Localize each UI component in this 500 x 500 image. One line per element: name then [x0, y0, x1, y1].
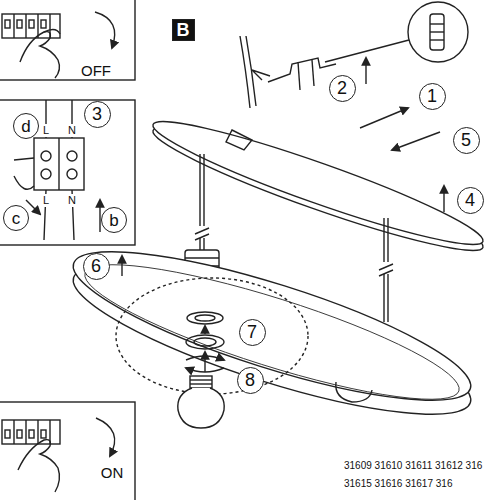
callout-number: c [3, 205, 29, 231]
callout-text: b [109, 212, 118, 229]
up-arrow [443, 186, 444, 212]
callout-number: 3 [84, 101, 111, 128]
callout-number: 7 [239, 319, 266, 346]
section-letter: B [172, 19, 195, 41]
terminal [226, 130, 252, 150]
callout-text: 4 [465, 191, 475, 209]
canopy [146, 106, 489, 267]
switch-state: OFF [79, 62, 113, 79]
callout-text: 8 [245, 371, 255, 389]
up-arrow [204, 352, 205, 372]
inset-frame [0, 402, 135, 500]
callout-text: 5 [461, 131, 471, 149]
callout-text: c [12, 210, 21, 227]
inset-frame [0, 100, 135, 245]
terminal-name: N [66, 194, 78, 207]
up-arrow [204, 326, 205, 334]
screw-arrow [360, 108, 408, 128]
switch-state: ON [99, 464, 126, 481]
rotate-arrow [186, 356, 224, 360]
callout-text: 2 [337, 79, 347, 97]
cable-ends [252, 70, 270, 80]
terminal-name: L [41, 194, 51, 207]
breaker-row [2, 14, 60, 38]
callout-number: 4 [457, 187, 484, 214]
callout-number: 2 [329, 75, 356, 102]
callout-number: d [13, 113, 39, 139]
breaker-row [2, 420, 60, 444]
screw [298, 62, 300, 90]
callout-number: b [101, 207, 127, 233]
hand [20, 32, 59, 78]
callout-text: B [177, 21, 190, 39]
ring [186, 335, 224, 349]
detail-bubble [408, 2, 468, 62]
callout-text: 6 [91, 257, 101, 275]
ring [187, 312, 223, 324]
callout-text: 3 [92, 105, 102, 123]
terminal-block [34, 138, 84, 190]
detail-leader [325, 40, 409, 62]
hand [18, 440, 59, 492]
pull-arrow [26, 200, 40, 214]
bulb [178, 376, 224, 428]
inset-frame [0, 0, 135, 80]
up-arrow [121, 256, 122, 276]
turn-arrow [96, 418, 115, 456]
callout-text: d [21, 118, 30, 135]
terminal-name: L [41, 124, 51, 137]
mounting-bracket [268, 58, 336, 82]
up-arrow [365, 58, 366, 84]
callout-number: 5 [453, 127, 480, 154]
connector-icon [430, 14, 444, 50]
finger [44, 29, 60, 34]
callout-number: 8 [237, 367, 264, 394]
detail-circle [116, 278, 308, 394]
callout-number: 1 [419, 83, 446, 110]
model-number: 31615 31616 31617 316 [342, 478, 454, 490]
turn-arrow [95, 12, 115, 48]
screw-arrow [392, 132, 440, 150]
terminal-name: N [66, 124, 78, 137]
callout-number: 6 [83, 253, 110, 280]
callout-text: 1 [427, 87, 437, 105]
lamp-shade [61, 223, 483, 442]
callout-text: 7 [247, 323, 257, 341]
bulb [336, 382, 372, 402]
screwdriver [14, 158, 34, 189]
model-number: 31609 31610 31611 31612 316 [342, 460, 484, 472]
